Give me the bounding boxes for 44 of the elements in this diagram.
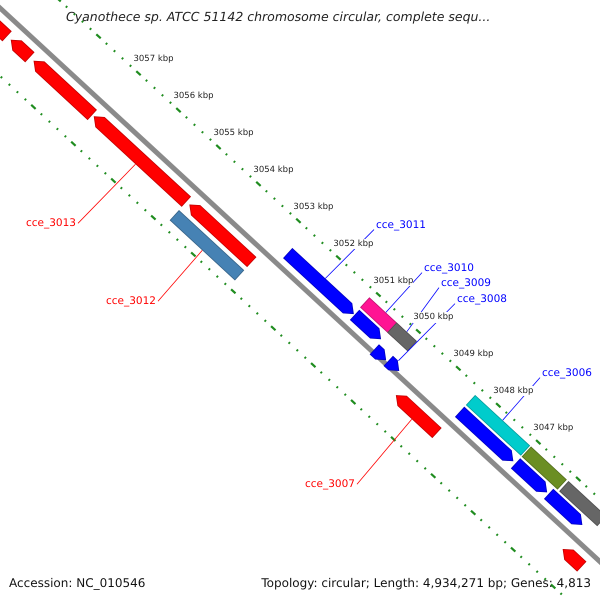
gene-label: cce_3013 [26,217,76,230]
scale-tick-label: 3057 kbp [133,54,174,64]
gene-bar [522,446,567,490]
scale-tick-label: 3056 kbp [173,91,214,102]
gene-feature [544,488,582,526]
scale-tick-label: 3052 kbp [333,238,374,249]
gene-feature [510,458,548,492]
gene-bar [170,210,244,280]
gene-feature [562,548,586,572]
gene-label: cce_3012 [106,295,156,308]
gene-label: cce_3011 [376,219,426,232]
leader-line [385,272,422,313]
gene-bar [559,481,600,526]
gene-feature [370,344,386,360]
gene-feature [396,395,442,438]
gene-label: cce_3008 [457,293,507,306]
gene-label: cce_3007 [305,478,355,491]
gene-feature [10,40,35,62]
accession-text: Accession: NC_010546 [9,576,146,590]
leader-line [356,418,412,485]
gene-label: cce_3006 [542,367,592,380]
scale-tick-label: 3048 kbp [493,386,534,396]
scale-tick-label: 3050 kbp [413,312,454,323]
gene-feature [189,204,256,268]
gene-feature [283,248,354,314]
gene-feature [34,60,97,120]
genome-stats-text: Topology: circular; Length: 4,934,271 bp; Genes: 4,813 [261,576,591,590]
map-title: Cyanothece sp. ATCC 51142 chromosome circular, complete sequ... [66,9,490,24]
gene-bar [387,322,417,352]
scale-tick-label: 3047 kbp [533,423,574,434]
leader-line [78,164,136,224]
leader-line [158,250,203,302]
gene-feature [384,356,400,372]
scale-tick-label: 3051 kbp [373,276,414,286]
scale-tick-label: 3055 kbp [213,128,254,138]
gene-label: cce_3009 [441,277,491,290]
scale-tick-label: 3049 kbp [453,349,494,360]
gene-feature [350,310,382,340]
gene-bar [466,394,530,456]
gene-feature [94,116,192,207]
scale-tick-label: 3054 kbp [253,164,294,176]
gene-feature [454,406,514,462]
gene-label: cce_3010 [424,262,474,275]
scale-tick-label: 3053 kbp [293,202,334,212]
